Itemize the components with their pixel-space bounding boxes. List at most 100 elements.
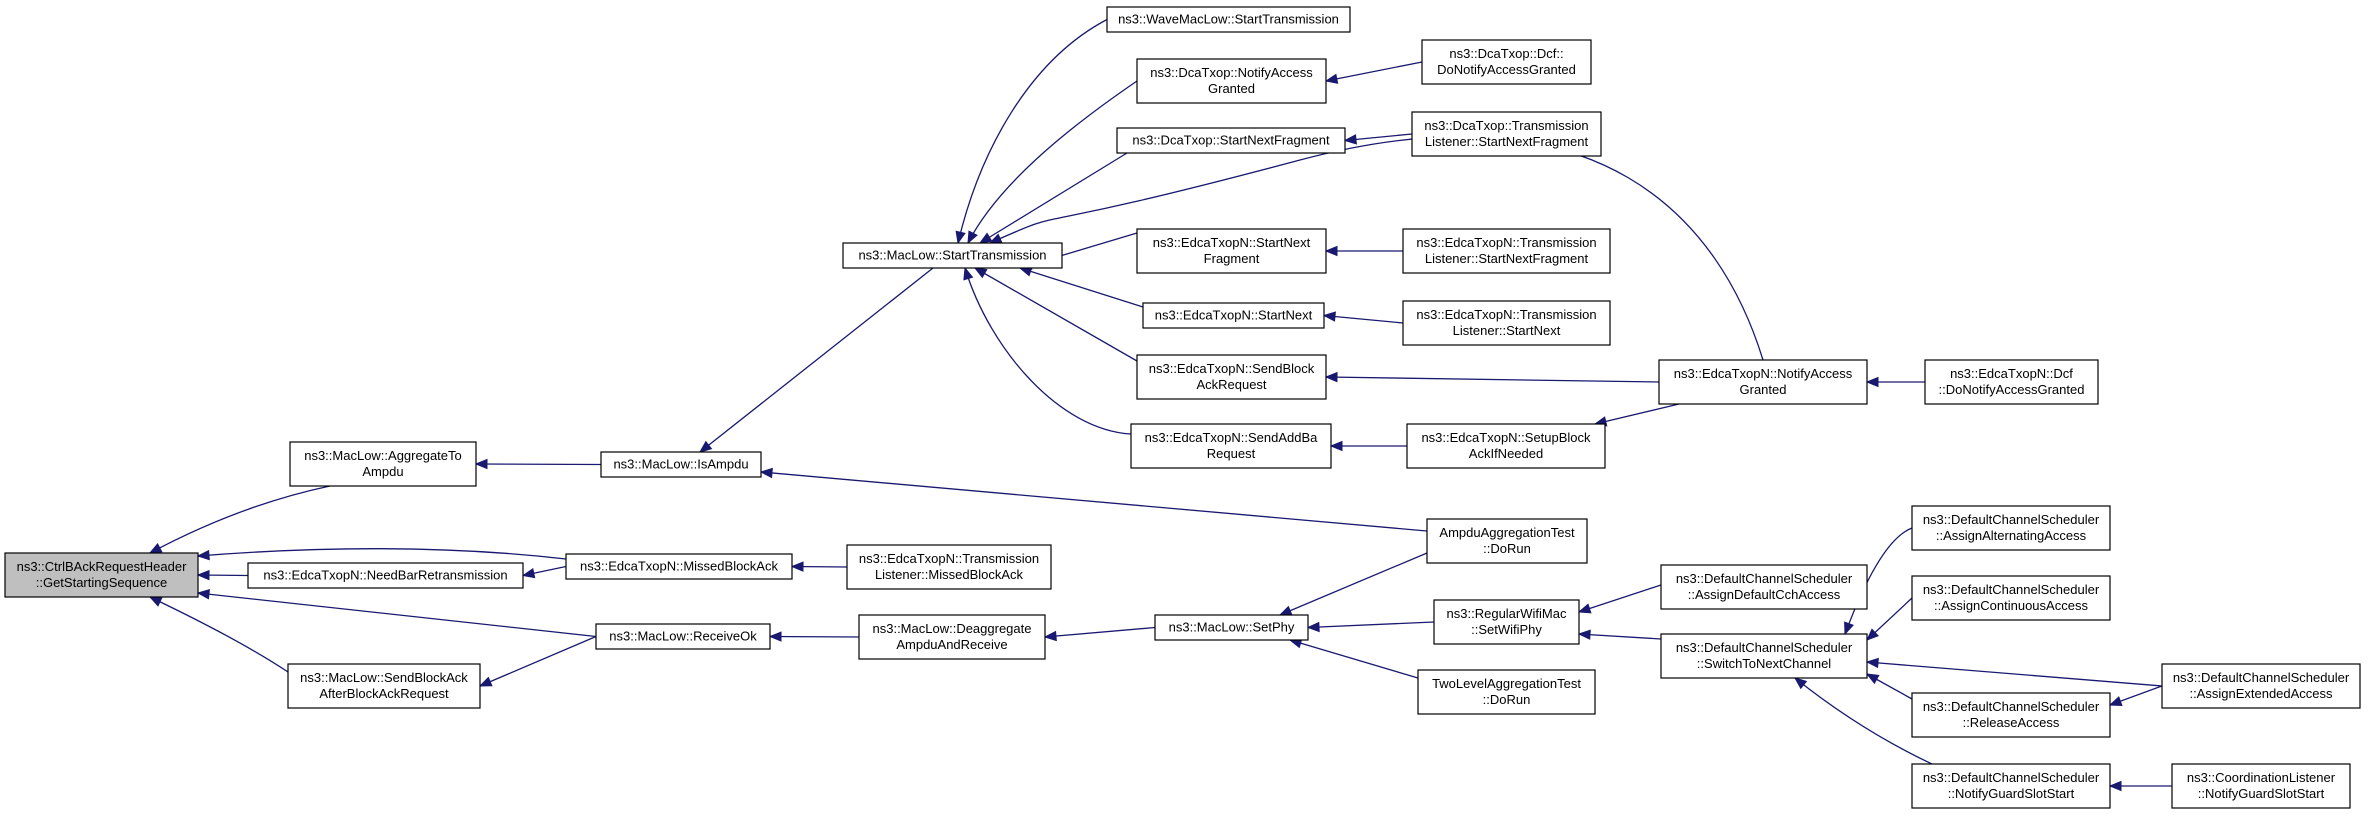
node-label: ns3::EdcaTxopN::StartNext bbox=[1155, 308, 1313, 323]
node-label: ns3::DefaultChannelScheduler bbox=[1923, 699, 2100, 714]
edge-assignExtended-to-switchToNext bbox=[1866, 661, 2163, 687]
node-box bbox=[289, 441, 477, 487]
node-label: ns3::DcaTxop::Transmission bbox=[1424, 118, 1588, 133]
arrowhead-dcaTlStartNext-to-dcaStartNext bbox=[1343, 134, 1357, 145]
edge-ampduTest-to-isAmpdu bbox=[760, 471, 1428, 532]
node-edcaTlStartNext[interactable]: ns3::EdcaTxopN::TransmissionListener::St… bbox=[1402, 300, 1611, 346]
node-label: ::ReleaseAccess bbox=[1963, 715, 2060, 730]
node-ampduTest[interactable]: AmpduAggregationTest::DoRun bbox=[1426, 518, 1588, 564]
arrowhead-assignContinuous-to-switchToNext bbox=[1866, 628, 1879, 641]
node-edcaStartNextFrag[interactable]: ns3::EdcaTxopN::StartNextFragment bbox=[1136, 228, 1327, 274]
arrowhead-aggregateToAmpdu-to-root bbox=[148, 542, 163, 554]
node-label: Granted bbox=[1208, 81, 1255, 96]
node-label: ::SetWifiPhy bbox=[1471, 622, 1542, 637]
node-sendBlockAckAfter[interactable]: ns3::MacLow::SendBlockAckAfterBlockAckRe… bbox=[287, 663, 481, 709]
node-label: ns3::DcaTxop::NotifyAccess bbox=[1150, 65, 1313, 80]
edge-startTransmission-to-isAmpdu bbox=[699, 267, 934, 453]
node-needBar[interactable]: ns3::EdcaTxopN::NeedBarRetransmission bbox=[247, 562, 524, 589]
node-box bbox=[1142, 302, 1325, 329]
edge-regularWifiMac-to-setPhy bbox=[1307, 621, 1435, 629]
node-edcaStartNext[interactable]: ns3::EdcaTxopN::StartNext bbox=[1142, 302, 1325, 329]
node-coordNotifyGuard[interactable]: ns3::CoordinationListener::NotifyGuardSl… bbox=[2171, 763, 2351, 809]
node-label: ns3::EdcaTxopN::Transmission bbox=[859, 551, 1039, 566]
arrowhead-edcaNotify-to-edcaSendBlockAck bbox=[1324, 371, 1338, 383]
edge-notifyGuardSlot-to-switchToNext bbox=[1794, 677, 1933, 765]
node-box bbox=[1924, 359, 2099, 405]
arrowhead-edcaTlStartNext-to-edcaStartNext bbox=[1322, 311, 1336, 322]
arrowhead-ampduTest-to-setPhy bbox=[1278, 605, 1293, 616]
edge-assignAlternating-to-switchToNext bbox=[1844, 527, 1913, 635]
node-box bbox=[1421, 39, 1592, 85]
node-setPhy[interactable]: ns3::MacLow::SetPhy bbox=[1154, 614, 1309, 641]
node-dcaStartNext[interactable]: ns3::DcaTxop::StartNextFragment bbox=[1116, 127, 1346, 154]
node-box bbox=[1402, 300, 1611, 346]
node-assignDefaultCch[interactable]: ns3::DefaultChannelScheduler::AssignDefa… bbox=[1660, 564, 1868, 610]
node-label: ns3::MacLow::IsAmpdu bbox=[613, 457, 748, 472]
edge-deaggregate-to-receiveOk bbox=[769, 635, 860, 638]
node-label: TwoLevelAggregationTest bbox=[1432, 676, 1581, 691]
node-box bbox=[1411, 111, 1602, 157]
node-label: ns3::RegularWifiMac bbox=[1447, 606, 1567, 621]
node-assignContinuous[interactable]: ns3::DefaultChannelScheduler::AssignCont… bbox=[1911, 575, 2111, 621]
node-box bbox=[2171, 763, 2351, 809]
arrowhead-receiveOk-to-sendBlockAckAfter bbox=[478, 676, 493, 687]
node-label: ::AssignContinuousAccess bbox=[1934, 598, 2088, 613]
node-isAmpdu[interactable]: ns3::MacLow::IsAmpdu bbox=[600, 451, 762, 478]
node-label: ns3::DefaultChannelScheduler bbox=[1676, 571, 1853, 586]
edge-dcaDcfNotify-to-dcaNotify bbox=[1325, 61, 1423, 82]
node-box bbox=[600, 451, 762, 478]
node-notifyGuardSlot[interactable]: ns3::DefaultChannelScheduler::NotifyGuar… bbox=[1911, 763, 2111, 809]
arrowhead-sendBlockAckAfter-to-root bbox=[148, 596, 163, 607]
node-dcaDcfNotify[interactable]: ns3::DcaTxop::Dcf::DoNotifyAccessGranted bbox=[1421, 39, 1592, 85]
node-label: ns3::CoordinationListener bbox=[2187, 770, 2336, 785]
node-missedBlockAck[interactable]: ns3::EdcaTxopN::MissedBlockAck bbox=[565, 553, 793, 580]
node-dcaNotify[interactable]: ns3::DcaTxop::NotifyAccessGranted bbox=[1136, 58, 1327, 104]
node-waveStart[interactable]: ns3::WaveMacLow::StartTransmission bbox=[1106, 6, 1351, 33]
arrowhead-assignExtended-to-switchToNext bbox=[1865, 657, 1879, 669]
node-root[interactable]: ns3::CtrlBAckRequestHeader::GetStartingS… bbox=[4, 552, 199, 598]
node-label: AfterBlockAckRequest bbox=[319, 686, 449, 701]
node-receiveOk[interactable]: ns3::MacLow::ReceiveOk bbox=[595, 623, 771, 650]
node-edcaTlStartNextFrag[interactable]: ns3::EdcaTxopN::TransmissionListener::St… bbox=[1402, 228, 1611, 274]
arrowhead-dcaDcfNotify-to-dcaNotify bbox=[1324, 73, 1339, 84]
node-switchToNext[interactable]: ns3::DefaultChannelScheduler::SwitchToNe… bbox=[1660, 633, 1868, 679]
node-box bbox=[842, 242, 1063, 269]
node-twoLevelTest[interactable]: TwoLevelAggregationTest::DoRun bbox=[1417, 669, 1596, 715]
node-box bbox=[287, 663, 481, 709]
node-assignAlternating[interactable]: ns3::DefaultChannelScheduler::AssignAlte… bbox=[1911, 505, 2111, 551]
node-box bbox=[1433, 599, 1580, 645]
node-tlMissedBlockAck[interactable]: ns3::EdcaTxopN::TransmissionListener::Mi… bbox=[846, 544, 1052, 590]
node-dcaTlStartNext[interactable]: ns3::DcaTxop::TransmissionListener::Star… bbox=[1411, 111, 1602, 157]
nodes-layer: ns3::CtrlBAckRequestHeader::GetStartingS… bbox=[4, 6, 2361, 809]
edge-edcaTlStartNext-to-edcaStartNext bbox=[1323, 314, 1404, 324]
node-label: ns3::EdcaTxopN::MissedBlockAck bbox=[580, 559, 778, 574]
node-box bbox=[2161, 663, 2361, 709]
node-box bbox=[565, 553, 793, 580]
arrowhead-edcaTlStartNextFrag-to-edcaStartNextFrag bbox=[1324, 245, 1338, 257]
arrowhead-dcaNotify-to-startTransmission bbox=[967, 230, 978, 245]
arrowhead-deaggregate-to-receiveOk bbox=[768, 631, 782, 642]
node-assignExtended[interactable]: ns3::DefaultChannelScheduler::AssignExte… bbox=[2161, 663, 2361, 709]
arrowhead-waveStart-to-startTransmission bbox=[955, 230, 966, 245]
arrowhead-dcaStartNext-to-startTransmission bbox=[978, 232, 993, 244]
node-label: Granted bbox=[1740, 382, 1787, 397]
node-label: ns3::MacLow::SendBlockAck bbox=[300, 670, 468, 685]
node-edcaNotify[interactable]: ns3::EdcaTxopN::NotifyAccessGranted bbox=[1658, 359, 1868, 405]
node-regularWifiMac[interactable]: ns3::RegularWifiMac::SetWifiPhy bbox=[1433, 599, 1580, 645]
arrowhead-needBar-to-root bbox=[196, 569, 210, 581]
node-label: ::GetStartingSequence bbox=[36, 575, 168, 590]
node-label: ns3::MacLow::Deaggregate bbox=[873, 621, 1032, 636]
node-edcaDcfNotify[interactable]: ns3::EdcaTxopN::Dcf::DoNotifyAccessGrant… bbox=[1924, 359, 2099, 405]
node-releaseAccess[interactable]: ns3::DefaultChannelScheduler::ReleaseAcc… bbox=[1911, 692, 2111, 738]
node-startTransmission[interactable]: ns3::MacLow::StartTransmission bbox=[842, 242, 1063, 269]
node-box bbox=[1911, 763, 2111, 809]
edge-edcaStartNext-to-startTransmission bbox=[1019, 267, 1144, 308]
node-box bbox=[1406, 423, 1606, 469]
node-label: AmpduAndReceive bbox=[896, 637, 1007, 652]
node-label: ns3::MacLow::ReceiveOk bbox=[609, 629, 757, 644]
